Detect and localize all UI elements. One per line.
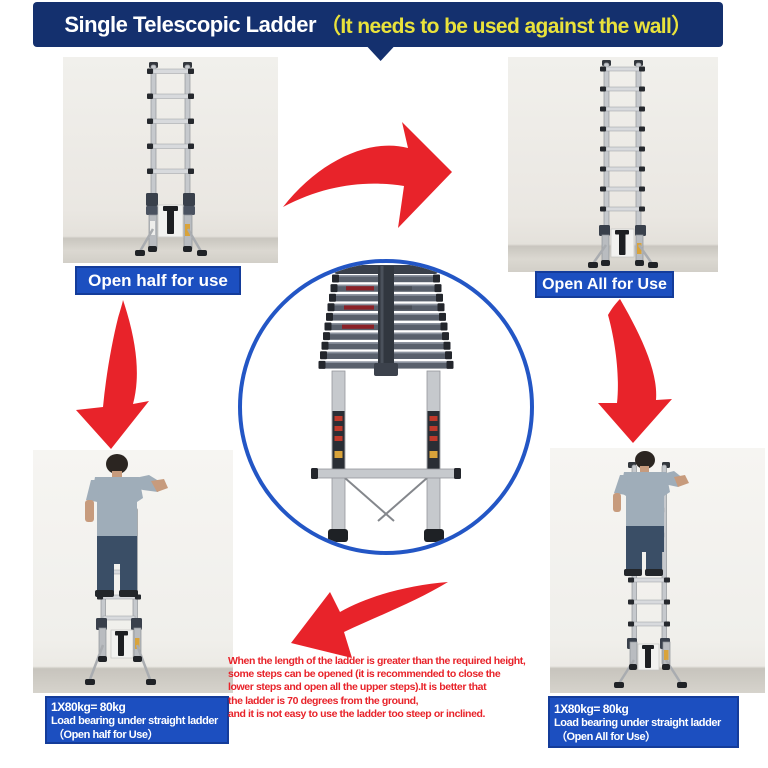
- man-on-half-ladder-illustration: [85, 454, 168, 685]
- page-title: Single Telescopic Ladder: [64, 11, 317, 37]
- curved-arrow-down-icon: [598, 299, 672, 443]
- load-banner-line: 1X80kg= 80kg: [554, 702, 629, 716]
- curved-arrow-down-left-swoosh-icon: [291, 582, 448, 658]
- fully-extended-ladder-illustration: [588, 60, 658, 268]
- label-open-all: Open All for Use: [535, 271, 674, 298]
- load-banner-line: 1X80kg= 80kg: [51, 700, 126, 714]
- man-on-full-ladder-illustration: [613, 451, 689, 688]
- telescopic-ladder-product-illustration: [311, 265, 461, 542]
- load-banner-line: Load bearing under straight ladder: [51, 715, 218, 727]
- load-banner-all: 1X80kg= 80kg Load bearing under straight…: [548, 696, 739, 748]
- label-open-half: Open half for use: [75, 266, 241, 295]
- title-banner: Single Telescopic Ladder （It needs to be…: [33, 2, 723, 61]
- warning-line: lower steps and open all the upper steps…: [228, 681, 487, 694]
- photo-man-on-half-ladder: [33, 450, 233, 693]
- half-extended-ladder-illustration: [135, 62, 207, 256]
- warning-line: the ladder is 70 degrees from the ground…: [228, 694, 419, 707]
- curved-arrow-down-left-icon: [76, 300, 149, 449]
- warning-line: When the length of the ladder is greater…: [228, 655, 526, 667]
- load-banner-half: 1X80kg= 80kg Load bearing under straight…: [45, 696, 229, 744]
- label-open-all-text: Open All for Use: [542, 275, 667, 293]
- curved-arrow-right-icon: [283, 122, 452, 228]
- load-banner-line: Load bearing under straight ladder: [554, 717, 721, 729]
- product-highlight-circle: [238, 259, 534, 555]
- label-open-half-text: Open half for use: [88, 270, 228, 290]
- banner-pointer-triangle: [367, 47, 394, 61]
- title-note: （It needs to be used against the wall）: [320, 14, 692, 38]
- warning-line: some steps can be opened (it is recommen…: [228, 668, 501, 681]
- photo-fully-extended-ladder: [508, 57, 718, 272]
- photo-man-on-full-ladder: [550, 448, 765, 693]
- load-banner-line: （Open All for Use）: [556, 731, 656, 743]
- photo-half-extended-ladder: [63, 57, 278, 263]
- warning-line: and it is not easy to use the ladder too…: [228, 707, 486, 720]
- usage-warning-text: When the length of the ladder is greater…: [228, 655, 560, 721]
- load-banner-line: （Open half for Use）: [53, 729, 159, 741]
